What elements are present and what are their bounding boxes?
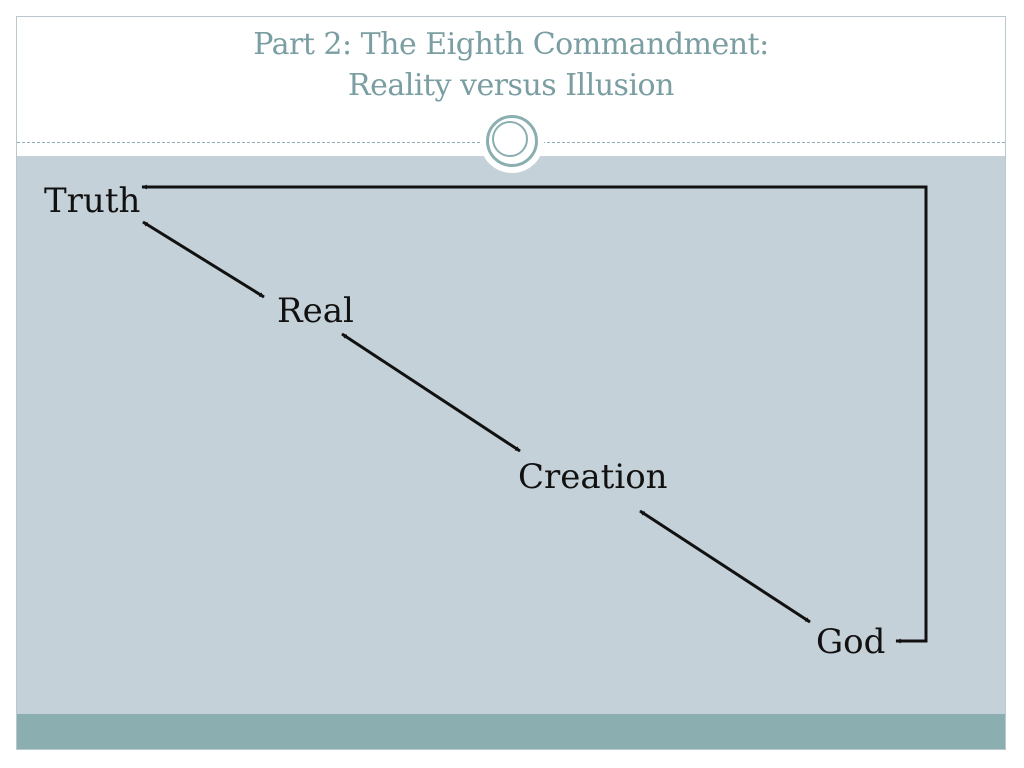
slide-title-line-1: Part 2: The Eighth Commandment: [253, 27, 769, 62]
node-creation: Creation [518, 457, 668, 497]
ornament-inner-ring [492, 121, 528, 157]
circle-ornament-icon [480, 109, 544, 173]
ornament-outer-ring [486, 115, 538, 167]
footer-band [17, 714, 1005, 749]
node-god: God [816, 622, 886, 662]
slide-title-line-2: Reality versus Illusion [348, 68, 674, 103]
node-truth: Truth [44, 181, 141, 221]
node-real: Real [277, 291, 354, 331]
